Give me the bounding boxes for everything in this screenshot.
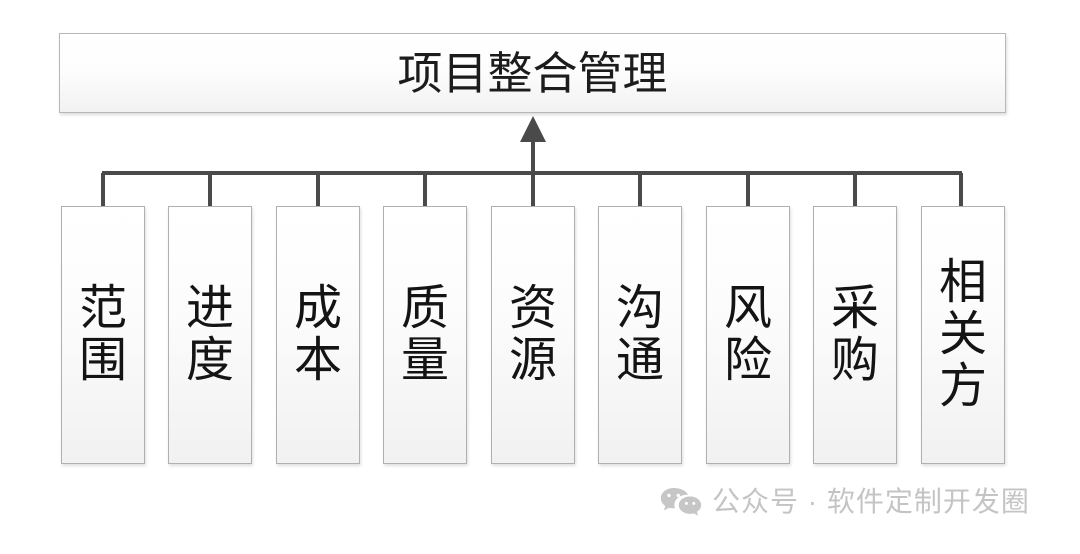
child-node-box-9: 相关方	[921, 206, 1005, 464]
root-node-box: 项目整合管理	[59, 33, 1006, 113]
child-node-box-2: 进度	[168, 206, 252, 464]
watermark: 公众号 · 软件定制开发圈	[660, 487, 1030, 517]
child-node-label-6: 沟通	[615, 282, 664, 387]
child-node-box-5: 资源	[491, 206, 575, 464]
child-node-label-3: 成本	[293, 282, 342, 387]
child-node-label-8: 采购	[830, 282, 879, 387]
child-node-label-9: 相关方	[938, 256, 987, 413]
child-node-box-4: 质量	[383, 206, 467, 464]
child-node-label-7: 风险	[723, 282, 772, 387]
child-node-box-1: 范围	[61, 206, 145, 464]
watermark-text: 公众号 · 软件定制开发圈	[712, 486, 1030, 517]
wechat-icon	[660, 487, 702, 517]
child-node-box-3: 成本	[276, 206, 360, 464]
child-node-box-8: 采购	[813, 206, 897, 464]
child-node-label-4: 质量	[400, 282, 449, 387]
child-node-box-6: 沟通	[598, 206, 682, 464]
child-node-label-1: 范围	[78, 282, 127, 387]
child-node-box-7: 风险	[706, 206, 790, 464]
child-node-row: 范围 进度 成本 质量 资源 沟通 风险 采购 相关方	[61, 206, 1006, 464]
child-node-label-5: 资源	[508, 282, 557, 387]
root-node-label: 项目整合管理	[397, 47, 668, 99]
child-node-label-2: 进度	[185, 282, 234, 387]
